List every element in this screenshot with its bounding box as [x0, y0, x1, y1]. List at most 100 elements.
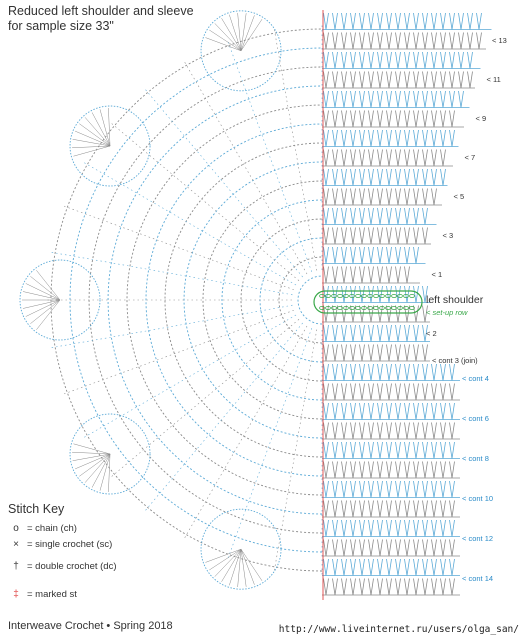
dc-stitch: [395, 227, 399, 245]
dc-stitch: [397, 480, 401, 498]
dc-stitch: [431, 363, 435, 381]
dc-stitch: [404, 344, 408, 362]
dc-stitch: [451, 12, 455, 30]
dc-stitch: [343, 480, 347, 498]
dc-stitch: [370, 383, 374, 401]
dc-stitch: [458, 71, 462, 89]
scallop-dc: [240, 13, 247, 51]
dc-stitch: [395, 168, 399, 186]
scallop-dc: [73, 443, 111, 455]
dc-stitch: [343, 500, 347, 518]
dc-stitch: [397, 51, 401, 69]
dc-stitch: [386, 519, 390, 537]
dc-stitch: [361, 188, 365, 206]
dc-stitch: [361, 363, 365, 381]
dc-stitch: [343, 539, 347, 557]
dc-stitch: [406, 324, 410, 342]
dc-stitch: [323, 110, 327, 128]
dc-stitch: [440, 558, 444, 576]
dc-stitch: [404, 266, 408, 284]
dc-stitch: [413, 12, 417, 30]
dc-stitch: [332, 344, 336, 362]
dc-stitch: [377, 383, 381, 401]
dc-stitch: [397, 12, 401, 30]
dc-stitch: [370, 32, 374, 50]
dc-stitch: [379, 383, 383, 401]
dc-stitch: [350, 500, 354, 518]
dc-stitch: [325, 500, 329, 518]
dc-stitch: [413, 285, 417, 303]
dc-stitch: [388, 110, 392, 128]
dc-stitch: [404, 305, 408, 323]
dc-stitch: [422, 578, 426, 596]
dc-stitch: [388, 51, 392, 69]
dc-stitch: [359, 441, 363, 459]
dc-stitch: [415, 461, 419, 479]
dc-stitch: [341, 32, 345, 50]
dc-stitch: [334, 149, 338, 167]
dc-stitch: [352, 246, 356, 264]
marked-st-symbol-icon: ‡: [13, 588, 19, 600]
dc-stitch: [388, 207, 392, 225]
dc-stitch: [406, 51, 410, 69]
dc-stitch: [325, 305, 329, 323]
dc-stitch: [352, 344, 356, 362]
dc-stitch: [352, 461, 356, 479]
dc-stitch: [386, 539, 390, 557]
dc-stitch: [379, 363, 383, 381]
stitch-key: Stitch Key o = chain (ch) × = single cro…: [8, 502, 117, 608]
dc-stitch: [352, 227, 356, 245]
dc-stitch: [451, 363, 455, 381]
dc-stitch: [350, 441, 354, 459]
dc-stitch: [343, 71, 347, 89]
dc-stitch: [379, 149, 383, 167]
setup-chain: [349, 293, 355, 298]
dc-stitch: [413, 363, 417, 381]
dc-stitch: [343, 441, 347, 459]
dc-stitch: [422, 71, 426, 89]
dc-stitch: [467, 12, 471, 30]
dc-stitch: [442, 480, 446, 498]
dc-stitch: [370, 51, 374, 69]
dc-stitch: [379, 71, 383, 89]
dc-stitch: [341, 305, 345, 323]
dc-stitch: [424, 383, 428, 401]
dc-stitch: [323, 324, 327, 342]
dc-stitch: [424, 578, 428, 596]
dc-stitch: [395, 324, 399, 342]
dc-stitch: [350, 422, 354, 440]
dc-stitch: [325, 168, 329, 186]
dc-stitch: [431, 539, 435, 557]
dc-stitch: [361, 227, 365, 245]
dc-stitch: [350, 51, 354, 69]
dc-stitch: [424, 285, 428, 303]
scallop-dc: [36, 270, 61, 301]
dc-stitch: [440, 90, 444, 108]
dc-stitch: [404, 90, 408, 108]
dc-stitch: [415, 539, 419, 557]
dc-stitch: [325, 402, 329, 420]
dc-stitch: [379, 480, 383, 498]
dc-stitch: [343, 12, 347, 30]
dc-stitch: [361, 422, 365, 440]
dc-stitch: [323, 227, 327, 245]
dc-stitch: [323, 480, 327, 498]
dc-stitch: [406, 207, 410, 225]
row-label: < 3: [442, 231, 454, 240]
sleeve-arc-row: [240, 218, 323, 382]
dc-stitch: [386, 90, 390, 108]
dc-stitch: [323, 12, 327, 30]
dc-stitch: [341, 402, 345, 420]
dc-stitch: [442, 51, 446, 69]
dc-stitch: [361, 305, 365, 323]
dc-stitch: [325, 480, 329, 498]
dc-stitch: [440, 383, 444, 401]
dc-stitch: [341, 539, 345, 557]
dc-stitch: [332, 188, 336, 206]
dc-stitch: [386, 441, 390, 459]
dc-stitch: [350, 168, 354, 186]
dc-stitch: [469, 12, 473, 30]
dc-stitch: [368, 539, 372, 557]
dc-stitch: [386, 480, 390, 498]
sleeve-radial-stitch: [145, 322, 303, 511]
